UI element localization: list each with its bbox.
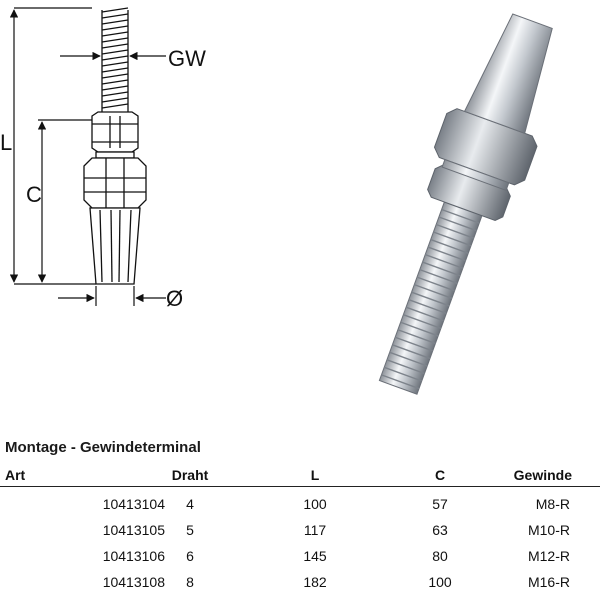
label-diameter: Ø [166,286,183,311]
photo-sleeve [463,13,553,134]
cell-art: 10413106 [102,548,165,564]
cell-c: 100 [428,574,452,590]
hex-body [83,151,147,209]
label-gw: GW [168,46,206,71]
spec-table: Art Draht L C Gewinde 10413104 4 100 57 … [0,464,600,595]
cell-gewinde: M8-R [535,496,570,512]
header-c: C [415,464,465,487]
technical-drawing: GW L C Ø [0,7,206,311]
swage-sleeve [89,207,141,285]
cell-l: 100 [303,496,327,512]
label-l: L [0,130,12,155]
lock-nut [91,111,139,153]
cell-c: 80 [432,548,448,564]
product-photo [378,13,553,395]
cell-draht: 5 [186,522,194,538]
cell-draht: 8 [186,574,194,590]
header-art: Art [0,464,165,487]
cell-art: 10413108 [102,574,165,590]
cell-c: 63 [432,522,448,538]
photo-hex-body [433,108,538,186]
table-row: 10413105 5 117 63 M10-R [0,517,600,543]
cell-gewinde: M12-R [527,548,570,564]
dimension-lines [9,7,166,306]
table-row: 10413104 4 100 57 M8-R [0,487,600,518]
cell-gewinde: M10-R [527,522,570,538]
cell-draht: 4 [186,496,194,512]
cell-art: 10413104 [102,496,165,512]
table-row: 10413106 6 145 80 M12-R [0,543,600,569]
header-l: L [215,464,415,487]
cell-draht: 6 [186,548,194,564]
table-row: 10413108 8 182 100 M16-R [0,569,600,595]
cell-art: 10413105 [102,522,165,538]
cell-gewinde: M16-R [527,574,570,590]
spec-title: Montage - Gewindeterminal [5,439,201,456]
header-gewinde: Gewinde [465,464,600,487]
threaded-rod [101,7,129,112]
label-c: C [26,182,42,207]
cell-l: 145 [303,548,327,564]
cell-l: 182 [303,574,327,590]
table-header-row: Art Draht L C Gewinde [0,464,600,487]
cell-c: 57 [432,496,448,512]
photo-threaded-rod [378,191,487,395]
photo-lock-nut [427,164,511,221]
header-draht: Draht [165,464,215,487]
cell-l: 117 [303,522,327,538]
